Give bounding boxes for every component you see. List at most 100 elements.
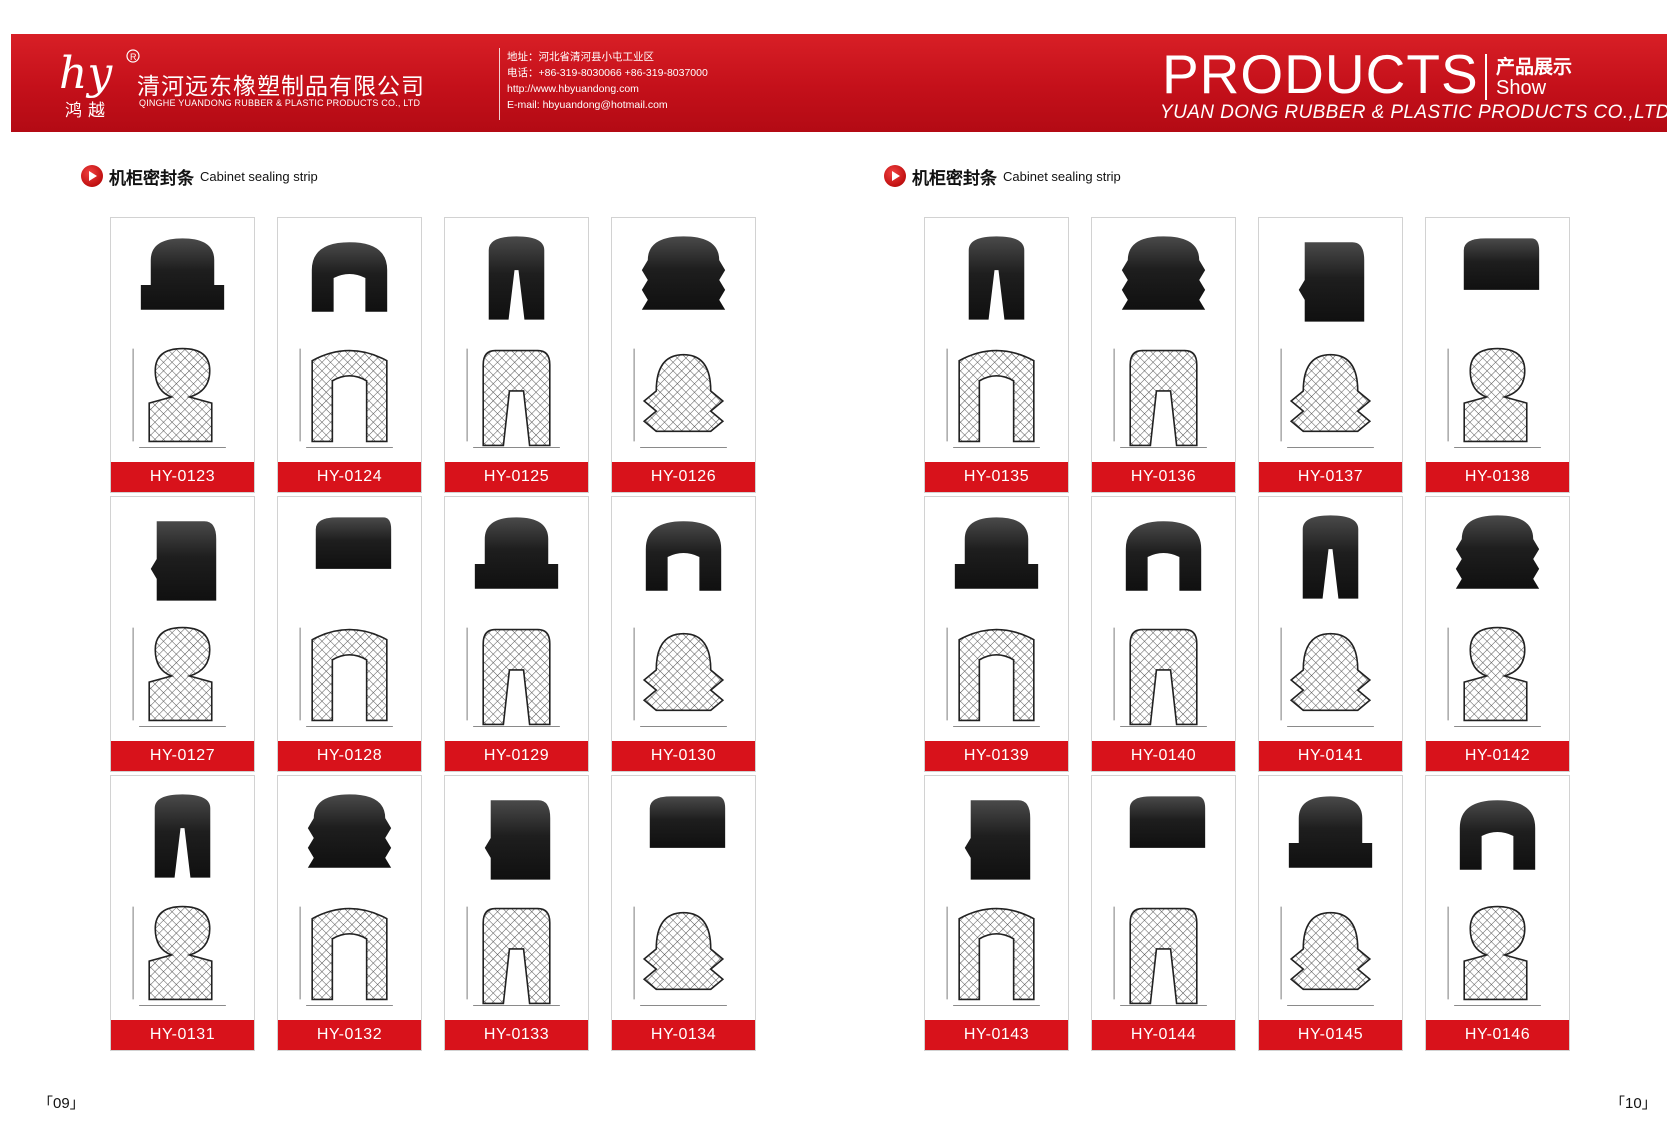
hy-script-logo-icon: hy R 鸿越 xyxy=(59,48,140,121)
rubber-profile-photo-icon xyxy=(1121,236,1206,310)
product-card[interactable]: HY-0146 xyxy=(1425,775,1570,1051)
cross-section-drawing-icon xyxy=(1280,348,1374,448)
rubber-profile-photo-icon xyxy=(968,236,1025,320)
product-card[interactable]: HY-0138 xyxy=(1425,217,1570,493)
cross-section-drawing-icon xyxy=(1447,626,1541,727)
product-card[interactable]: HY-0132 xyxy=(277,775,422,1051)
rubber-profile-photo-icon xyxy=(1302,515,1359,599)
product-code-label: HY-0131 xyxy=(111,1020,254,1050)
product-code-label: HY-0136 xyxy=(1092,462,1235,492)
cross-section-drawing-icon xyxy=(466,627,560,727)
section-title-left: 机柜密封条 Cabinet sealing strip xyxy=(81,162,318,190)
product-card[interactable]: HY-0128 xyxy=(277,496,422,772)
product-card[interactable]: HY-0130 xyxy=(611,496,756,772)
rubber-profile-photo-icon xyxy=(474,517,559,589)
product-card[interactable]: HY-0134 xyxy=(611,775,756,1051)
product-card[interactable]: HY-0131 xyxy=(110,775,255,1051)
cross-section-drawing-icon xyxy=(946,627,1040,727)
rubber-profile-photo-icon xyxy=(1298,242,1365,322)
cross-section-drawing-icon xyxy=(466,906,560,1006)
product-card[interactable]: HY-0139 xyxy=(924,496,1069,772)
section-title-right: 机柜密封条 Cabinet sealing strip xyxy=(884,162,1121,190)
page-number-right: 「10」 xyxy=(1610,1095,1657,1112)
company-name-en-right: YUAN DONG RUBBER & PLASTIC PRODUCTS CO.,… xyxy=(1160,102,1670,123)
cross-section-drawing-icon xyxy=(946,348,1040,448)
rubber-profile-photo-icon xyxy=(150,521,217,601)
product-code-label: HY-0124 xyxy=(278,462,421,492)
rubber-profile-photo-icon xyxy=(488,236,545,320)
product-code-label: HY-0141 xyxy=(1259,741,1402,771)
product-card[interactable]: HY-0144 xyxy=(1091,775,1236,1051)
product-code-label: HY-0143 xyxy=(925,1020,1068,1050)
product-code-label: HY-0128 xyxy=(278,741,421,771)
svg-text:鸿越: 鸿越 xyxy=(65,101,111,121)
rubber-profile-photo-icon xyxy=(641,236,726,310)
rubber-profile-photo-icon xyxy=(484,800,551,880)
svg-text:R: R xyxy=(130,52,137,62)
cross-section-drawing-icon xyxy=(1280,906,1374,1006)
product-code-label: HY-0126 xyxy=(612,462,755,492)
rubber-profile-photo-icon xyxy=(1455,515,1540,589)
product-code-label: HY-0123 xyxy=(111,462,254,492)
product-code-label: HY-0144 xyxy=(1092,1020,1235,1050)
product-card[interactable]: HY-0129 xyxy=(444,496,589,772)
product-card[interactable]: HY-0141 xyxy=(1258,496,1403,772)
cross-section-drawing-icon xyxy=(1447,347,1541,448)
product-card[interactable]: HY-0123 xyxy=(110,217,255,493)
product-code-label: HY-0129 xyxy=(445,741,588,771)
red-circle-arrow-icon xyxy=(81,165,103,187)
phone-line: 电话：+86-319-8030066 +86-319-8037000 xyxy=(507,67,708,79)
product-code-label: HY-0125 xyxy=(445,462,588,492)
email-line[interactable]: E-mail: hbyuandong@hotmail.com xyxy=(507,99,668,111)
product-code-label: HY-0134 xyxy=(612,1020,755,1050)
page-number-left: 「09」 xyxy=(38,1095,85,1112)
cross-section-drawing-icon xyxy=(132,905,226,1006)
products-heading-show: Show xyxy=(1496,77,1547,99)
product-code-label: HY-0130 xyxy=(612,741,755,771)
product-code-label: HY-0138 xyxy=(1426,462,1569,492)
cross-section-drawing-icon xyxy=(1113,906,1207,1006)
product-card[interactable]: HY-0142 xyxy=(1425,496,1570,772)
cross-section-drawing-icon xyxy=(633,906,727,1006)
product-card[interactable]: HY-0133 xyxy=(444,775,589,1051)
product-card[interactable]: HY-0127 xyxy=(110,496,255,772)
products-heading-cn: 产品展示 xyxy=(1496,56,1573,78)
rubber-profile-photo-icon xyxy=(311,242,388,312)
svg-text:hy: hy xyxy=(59,48,113,99)
product-card[interactable]: HY-0135 xyxy=(924,217,1069,493)
rubber-profile-photo-icon xyxy=(315,517,392,569)
product-card[interactable]: HY-0124 xyxy=(277,217,422,493)
product-card[interactable]: HY-0137 xyxy=(1258,217,1403,493)
rubber-profile-photo-icon xyxy=(1463,238,1540,290)
rubber-profile-photo-icon xyxy=(140,238,225,310)
product-code-label: HY-0132 xyxy=(278,1020,421,1050)
product-card[interactable]: HY-0136 xyxy=(1091,217,1236,493)
cross-section-drawing-icon xyxy=(1280,627,1374,727)
product-code-label: HY-0133 xyxy=(445,1020,588,1050)
products-heading: PRODUCTS xyxy=(1162,43,1479,105)
rubber-profile-photo-icon xyxy=(1129,796,1206,848)
product-code-label: HY-0127 xyxy=(111,741,254,771)
cross-section-drawing-icon xyxy=(466,348,560,448)
product-card[interactable]: HY-0140 xyxy=(1091,496,1236,772)
products-separator xyxy=(1485,54,1487,100)
cross-section-drawing-icon xyxy=(132,626,226,727)
cross-section-drawing-icon xyxy=(132,347,226,448)
cross-section-drawing-icon xyxy=(633,348,727,448)
rubber-profile-photo-icon xyxy=(964,800,1031,880)
product-code-label: HY-0140 xyxy=(1092,741,1235,771)
address-line: 地址：河北省清河县小屯工业区 xyxy=(507,51,654,63)
rubber-profile-photo-icon xyxy=(154,794,211,878)
rubber-profile-photo-icon xyxy=(1459,800,1536,870)
cross-section-drawing-icon xyxy=(299,627,393,727)
cross-section-drawing-icon xyxy=(946,906,1040,1006)
product-card[interactable]: HY-0145 xyxy=(1258,775,1403,1051)
product-card[interactable]: HY-0125 xyxy=(444,217,589,493)
product-card[interactable]: HY-0143 xyxy=(924,775,1069,1051)
rubber-profile-photo-icon xyxy=(649,796,726,848)
website-line[interactable]: http://www.hbyuandong.com xyxy=(507,83,639,95)
product-card[interactable]: HY-0126 xyxy=(611,217,756,493)
company-name-en: QINGHE YUANDONG RUBBER & PLASTIC PRODUCT… xyxy=(139,98,421,108)
header-divider xyxy=(499,48,500,120)
product-code-label: HY-0139 xyxy=(925,741,1068,771)
